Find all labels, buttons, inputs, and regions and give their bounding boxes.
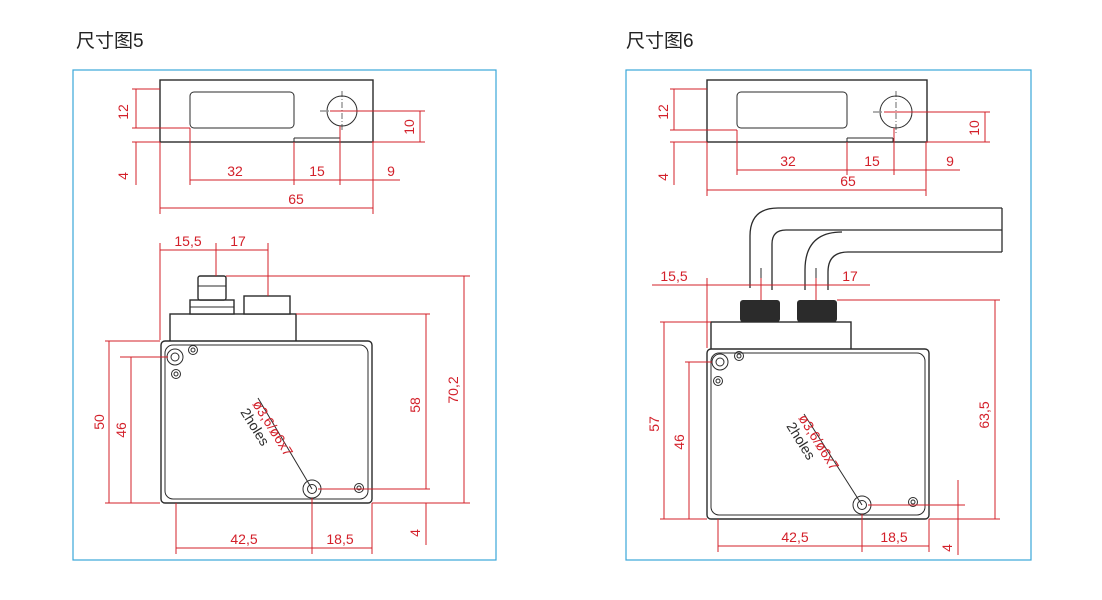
dim-42-5-front: 42,5: [230, 531, 257, 547]
drawing-5-front-dims: 15,5 17 50 46 58 70,2 4 42,5 18,5: [91, 233, 470, 554]
dim-9-top-6: 9: [946, 153, 954, 169]
dim-17-front-6: 17: [842, 268, 858, 284]
dim-10-top: 10: [401, 119, 417, 135]
dim-15-5-front: 15,5: [174, 233, 201, 249]
drawing-6-frame: [625, 69, 1032, 561]
dim-50-front: 50: [91, 414, 107, 430]
dim-10-top-6: 10: [966, 120, 982, 136]
drawing-title-6: 尺寸图6: [626, 31, 694, 52]
dim-4-front-6: 4: [939, 544, 955, 552]
dim-4-top: 4: [115, 172, 131, 180]
dim-63-5-front-6: 63,5: [976, 401, 992, 428]
dim-42-5-front-6: 42,5: [781, 529, 808, 545]
dim-9-top: 9: [387, 163, 395, 179]
drawing-5-top-dims: 12 4 32 15 9 10 65: [115, 88, 425, 214]
drawing-6: 12 4 32 15 9 10 65: [625, 69, 1032, 561]
dim-17-front: 17: [230, 233, 246, 249]
dim-70-2-front: 70,2: [445, 376, 461, 403]
dim-65-top-6: 65: [840, 173, 856, 189]
dim-46-front: 46: [113, 422, 129, 438]
drawing-6-top-view: [706, 79, 928, 143]
drawing-5-front-view: [160, 275, 373, 504]
drawing-6-cables: [749, 207, 1003, 300]
dim-65-top: 65: [288, 191, 304, 207]
dim-15-top: 15: [309, 163, 325, 179]
drawing-title-5: 尺寸图5: [76, 31, 144, 52]
drawing-5-frame: [72, 69, 497, 561]
drawing-5: 12 4 32 15 9 10 65: [72, 69, 497, 561]
dim-32-top: 32: [227, 163, 243, 179]
dim-12-top: 12: [115, 104, 131, 120]
drawing-6-front-view: [706, 300, 930, 520]
dim-57-front-6: 57: [646, 416, 662, 432]
dim-15-5-front-6: 15,5: [660, 268, 687, 284]
dim-4-front: 4: [407, 529, 423, 537]
dim-32-top-6: 32: [780, 153, 796, 169]
dim-15-top-6: 15: [864, 153, 880, 169]
dim-12-top-6: 12: [655, 104, 671, 120]
dim-18-5-front-6: 18,5: [880, 529, 907, 545]
drawing-6-top-dims: 12 4 32 15 9 10 65: [655, 88, 990, 196]
dim-46-front-6: 46: [671, 434, 687, 450]
drawing-6-front-dims: 15,5 17 57 46 63,5 4 42,5 18,5: [646, 268, 1000, 555]
dim-18-5-front: 18,5: [326, 531, 353, 547]
dim-4-top-6: 4: [655, 173, 671, 181]
dim-58-front: 58: [407, 397, 423, 413]
